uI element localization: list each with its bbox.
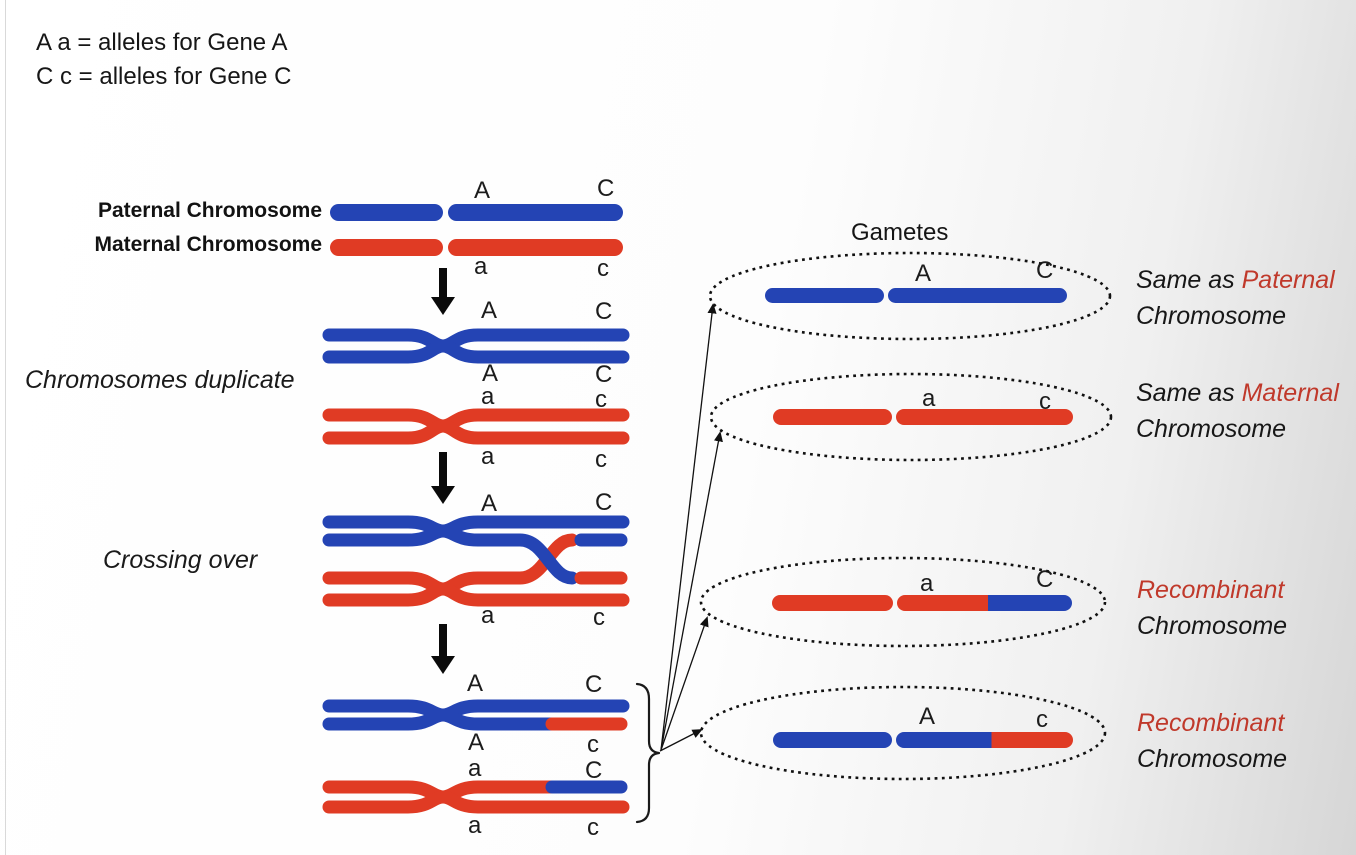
allele-label-A: A <box>919 703 936 730</box>
allele-label-a: a <box>481 383 495 410</box>
allele-label-A: A <box>474 177 491 204</box>
gamete-paternal-chromosome <box>765 288 1067 303</box>
gametes-title: Gametes <box>851 219 949 246</box>
caption-highlight: Recombinant <box>1137 709 1285 737</box>
caption-prefix: Same as <box>1136 379 1242 407</box>
allele-label-c: c <box>595 446 607 473</box>
allele-label-A: A <box>915 260 932 287</box>
stage-crossing-over-label: Crossing over <box>103 546 258 574</box>
down-arrow-1 <box>431 268 455 315</box>
allele-label-C: C <box>597 175 615 202</box>
allele-label-c: c <box>597 255 609 282</box>
caption-highlight: Recombinant <box>1137 576 1285 604</box>
gamete-arrows <box>659 303 723 752</box>
duplicated-maternal-chromosome <box>322 408 630 445</box>
recombined-paternal-chromosome <box>322 699 630 731</box>
allele-label-a: a <box>468 755 482 782</box>
caption-line2: Chromosome <box>1136 415 1287 443</box>
allele-label-C: C <box>1036 566 1054 593</box>
slide-edge-line <box>5 0 6 855</box>
red-outer-chromatid <box>322 582 630 607</box>
caption-line2: Chromosome <box>1137 612 1288 640</box>
allele-label-a: a <box>920 570 934 597</box>
allele-label-A: A <box>467 670 484 697</box>
gamete-arrow-3 <box>660 616 709 751</box>
gamete-ellipses <box>699 251 1113 781</box>
down-arrow-3 <box>431 624 455 674</box>
allele-label-a: a <box>481 443 495 470</box>
allele-label-c: c <box>595 386 607 413</box>
caption-highlight: Maternal <box>1241 379 1339 407</box>
allele-label-a: a <box>481 602 495 629</box>
recombined-maternal-chromosome <box>322 780 630 814</box>
allele-label-A: A <box>482 360 499 387</box>
gamete-ellipse-1 <box>708 251 1112 341</box>
caption-line2: Chromosome <box>1136 302 1287 330</box>
paternal-chromosome-bar <box>330 204 623 221</box>
allele-label-C: C <box>595 361 613 388</box>
allele-label-A: A <box>481 297 498 324</box>
gamete-recombinant-blue-red <box>773 732 1073 748</box>
gamete-recombinant-red-blue <box>772 595 1072 611</box>
down-arrow-2 <box>431 452 455 504</box>
gamete-ellipse-2 <box>709 372 1113 462</box>
duplicated-paternal-chromosome <box>322 328 630 364</box>
brace <box>635 682 661 824</box>
blue-inner-chromatid-crossing <box>322 524 579 585</box>
gamete-arrow-2 <box>660 431 723 751</box>
allele-label-c: c <box>1036 706 1048 733</box>
gamete-ellipse-3 <box>699 556 1107 648</box>
allele-label-c: c <box>587 814 599 841</box>
caption-prefix: Same as <box>1136 266 1242 294</box>
caption-line2: Chromosome <box>1137 745 1288 773</box>
legend-gene-c: C c = alleles for Gene C <box>36 63 292 90</box>
allele-label-a: a <box>922 385 936 412</box>
allele-label-C: C <box>595 489 613 516</box>
allele-label-C: C <box>595 298 613 325</box>
allele-label-a: a <box>474 253 488 280</box>
gamete-ellipse-4 <box>699 685 1107 781</box>
allele-label-A: A <box>468 729 485 756</box>
allele-label-c: c <box>1039 388 1051 415</box>
gamete-maternal-chromosome <box>773 409 1073 425</box>
allele-label-C: C <box>585 757 603 784</box>
gamete-arrow-4 <box>659 729 703 752</box>
stage-chromosomes-duplicate-label: Chromosomes duplicate <box>25 366 295 394</box>
allele-label-A: A <box>481 490 498 517</box>
paternal-chromosome-label: Paternal Chromosome <box>97 199 322 222</box>
gamete-arrow-1 <box>660 303 717 751</box>
blue-outer-chromatid <box>322 515 630 538</box>
caption-highlight: Paternal <box>1241 266 1335 294</box>
allele-label-c: c <box>593 604 605 631</box>
maternal-chromosome-bar <box>330 239 623 256</box>
maternal-chromosome-label: Maternal Chromosome <box>94 233 322 256</box>
allele-label-C: C <box>585 671 603 698</box>
allele-label-c: c <box>587 731 599 758</box>
allele-label-a: a <box>468 812 482 839</box>
legend-gene-a: A a = alleles for Gene A <box>36 29 288 56</box>
crossing-over-chromosomes <box>322 515 630 607</box>
